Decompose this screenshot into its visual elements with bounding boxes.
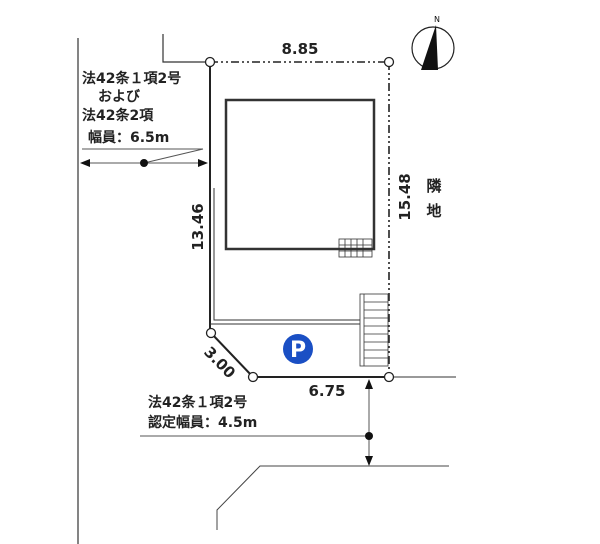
arrowhead-icon	[365, 456, 373, 466]
west-road-label-2: および	[98, 89, 141, 105]
dimension-right: 15.48	[396, 173, 414, 220]
center-dot	[365, 432, 373, 440]
south-road-far-edge	[216, 465, 449, 530]
west-road-label-4: 幅員：6.5m	[88, 129, 169, 146]
west-road-label-1: 法42条１項2号	[82, 70, 181, 87]
boundary-markers	[204, 56, 395, 383]
building	[224, 98, 376, 251]
south-road-label-2: 認定幅員：4.5m	[148, 414, 257, 431]
center-dot	[140, 159, 148, 167]
dimension-bottom: 6.75	[308, 382, 345, 400]
parking-icon	[283, 334, 313, 364]
arrowhead-icon	[198, 159, 208, 167]
dimension-left: 13.46	[189, 203, 207, 250]
svg-text:N: N	[434, 15, 440, 24]
north-compass-icon: N	[411, 15, 455, 70]
south-road-label-1: 法42条１項2号	[148, 394, 247, 411]
steps	[359, 293, 389, 367]
arrowhead-icon	[365, 379, 373, 389]
west-road-label-3: 法42条2項	[82, 107, 154, 124]
neighbor-boundary	[162, 34, 208, 63]
lot-boundary-corner	[210, 332, 254, 378]
parking-label: P	[290, 338, 306, 363]
neighbor-label-2: 地	[426, 202, 441, 220]
arrowhead-icon	[80, 159, 90, 167]
fence	[213, 188, 360, 321]
dimension-top: 8.85	[281, 40, 318, 58]
west-road-leader	[143, 148, 204, 164]
neighbor-label-1: 隣	[426, 177, 441, 195]
dimension-corner: 3.00	[200, 343, 239, 382]
entrance-stairs	[338, 238, 373, 258]
